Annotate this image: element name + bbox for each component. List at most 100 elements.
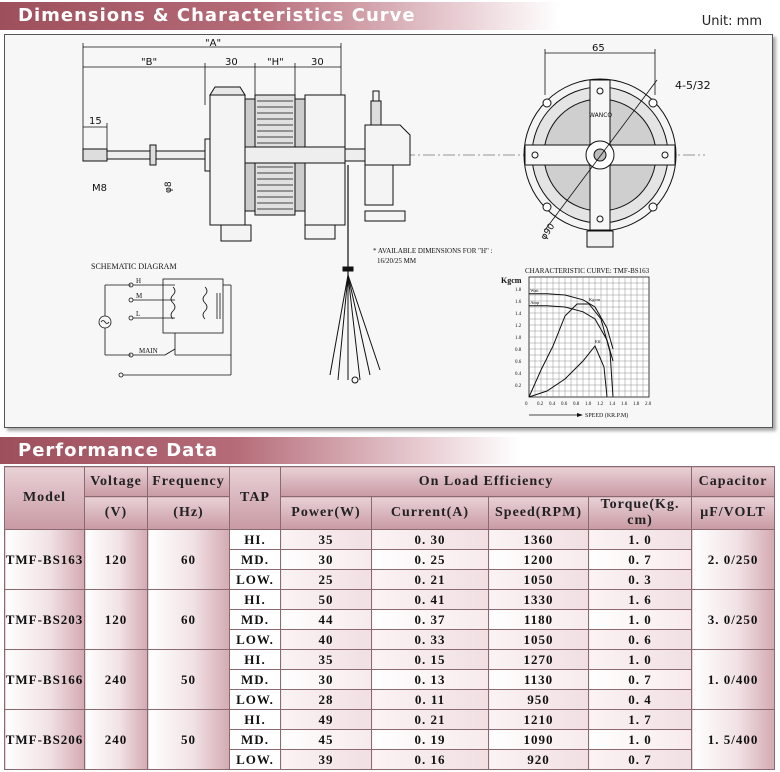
chart-y-tick-label: 0.2 [515,384,522,389]
tap-cell: LOW. [229,689,281,710]
power-cell: 40 [280,629,372,650]
power-cell: 50 [280,589,372,610]
power-cell: 45 [280,729,372,750]
speed-cell: 1270 [488,649,589,670]
brand-label: WANCO [589,112,612,119]
tap-cell: HI. [229,709,281,730]
torque-cell: 0. 4 [587,689,693,710]
power-cell: 44 [280,609,372,630]
frequency-cell: 50 [147,649,230,710]
header-capacitor-unit: μF/VOLT [691,496,776,530]
model-cell: TMF-BS206 [4,709,85,770]
technical-drawing: "A" "B" 30 "H" 30 15 M8 φ8 65 4-5/32 φ90 [82,38,711,419]
tap-cell: HI. [229,529,281,550]
current-cell: 0. 30 [371,529,489,550]
torque-cell: 0. 7 [587,749,693,770]
current-cell: 0. 41 [371,589,489,610]
h-dimension-note-line2: 16/20/25 MM [377,257,417,265]
schematic-title: SCHEMATIC DIAGRAM [91,262,177,271]
table-row: MD. 30 0. 25 1200 0. 7 [5,549,775,570]
chart-series-label: Amp [530,300,540,305]
tap-cell: HI. [229,649,281,670]
header-torque: Torque(Kg. cm) [587,496,693,530]
dim-phi8-label: φ8 [164,181,174,193]
chart-y-tick-label: 1.0 [515,336,522,341]
torque-cell: 0. 3 [587,569,693,590]
capacitor-cell: 1. 5/400 [691,709,776,770]
tap-cell: LOW. [229,629,281,650]
capacitor-cell: 1. 0/400 [691,649,776,710]
chart-y-tick-label: 0.6 [515,360,522,365]
model-cell: TMF-BS166 [4,649,85,710]
table-row: MD. 44 0. 37 1180 1. 0 [5,609,775,630]
header-frequency-unit: (Hz) [147,496,230,530]
speed-cell: 950 [488,689,589,710]
table-row: LOW. 39 0. 16 920 0. 7 [5,749,775,770]
chart-x-tick-label: 1.8 [633,402,640,407]
power-cell: 30 [280,549,372,570]
header-voltage: Voltage [84,466,148,497]
current-cell: 0. 21 [371,709,489,730]
chart-x-tick-label: 2.0 [645,402,652,407]
current-cell: 0. 19 [371,729,489,750]
voltage-cell: 120 [84,589,148,650]
table-row: TMF-BS206 240 50 HI. 49 0. 21 1210 1. 7 … [4,709,776,770]
motor-front-view [523,78,677,248]
torque-cell: 1. 6 [587,589,693,610]
chart-x-tick-label: 1.4 [609,402,616,407]
model-cell: TMF-BS163 [4,529,85,590]
torque-cell: 0. 6 [587,629,693,650]
table-row: TMF-BS166 240 50 HI. 35 0. 15 1270 1. 0 … [4,649,776,710]
tap-cell: LOW. [229,569,281,590]
dim-65-label: 65 [592,43,605,54]
table-row: MD. 30 0. 13 1130 0. 7 [5,669,775,690]
power-cell: 35 [280,529,372,550]
chart-y-axis-label: Kgcm [501,276,522,285]
dim-m8-label: M8 [92,183,107,194]
torque-cell: 1. 0 [587,529,693,550]
dim-phi90-label: φ90 [539,222,557,242]
performance-section-title: Performance Data [0,437,520,464]
power-cell: 28 [280,689,372,710]
table-row: MD. 45 0. 19 1090 1. 0 [5,729,775,750]
table-row: TMF-BS163 120 60 HI. 35 0. 30 1360 1. 0 … [4,529,776,590]
dim-h-label: "H" [267,57,284,68]
header-frequency: Frequency [147,466,230,497]
speed-cell: 1050 [488,629,589,650]
header-capacitor: Capacitor [691,466,776,497]
chart-series-line-watt [529,293,614,350]
voltage-cell: 240 [84,649,148,710]
current-cell: 0. 15 [371,649,489,670]
speed-cell: 1360 [488,529,589,550]
current-cell: 0. 16 [371,749,489,770]
tap-cell: MD. [229,609,281,630]
frequency-cell: 60 [147,529,230,590]
speed-cell: 1180 [488,609,589,630]
chart-y-tick-label: 0.4 [515,372,522,377]
chart-series-line-eff [528,345,608,398]
schematic-m-label: M [136,292,143,300]
frequency-cell: 50 [147,709,230,770]
torque-cell: 1. 0 [587,729,693,750]
dimensions-section-title: Dimensions & Characteristics Curve [0,2,560,30]
performance-table: Model Voltage Frequency TAP On Load Effi… [4,466,776,770]
current-cell: 0. 11 [371,689,489,710]
schematic-diagram [98,278,232,378]
voltage-cell: 120 [84,529,148,590]
schematic-l-label: L [136,310,140,318]
chart-x-tick-label: 1.0 [585,402,592,407]
torque-cell: 1. 7 [587,709,693,730]
header-voltage-unit: (V) [84,496,148,530]
chart-x-tick-label: 0.2 [537,402,544,407]
table-row: TMF-BS203 120 60 HI. 50 0. 41 1330 1. 6 … [4,589,776,650]
speed-cell: 1210 [488,709,589,730]
chart-y-tick-label: 0.8 [515,348,522,353]
power-cell: 25 [280,569,372,590]
speed-cell: 1090 [488,729,589,750]
dim-a-label: "A" [205,38,221,49]
dim-b-label: "B" [141,57,157,68]
voltage-cell: 240 [84,709,148,770]
drawing-panel: "A" "B" 30 "H" 30 15 M8 φ8 65 4-5/32 φ90 [4,34,773,428]
power-cell: 30 [280,669,372,690]
power-cell: 49 [280,709,372,730]
